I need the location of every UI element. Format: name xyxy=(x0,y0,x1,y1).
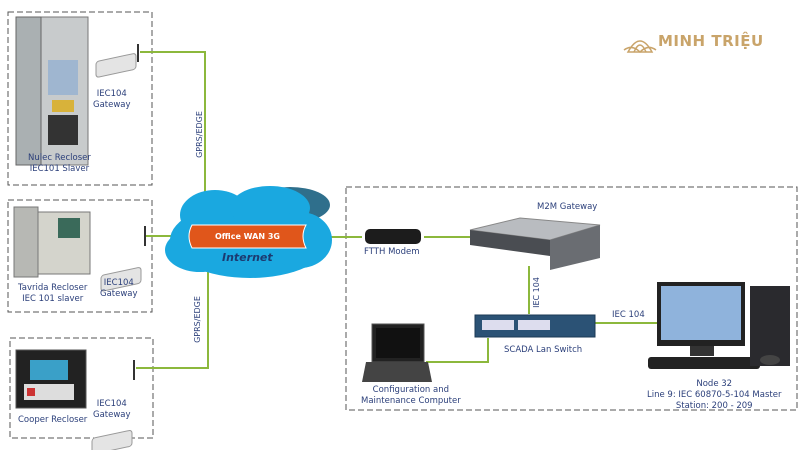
gateway-1-line2: Gateway xyxy=(93,100,131,110)
gateway-2-line1: IEC104 xyxy=(103,278,134,288)
nulec-recloser-icon xyxy=(15,16,89,166)
gateway-1-line1: IEC104 xyxy=(96,89,127,99)
gateway-3-label: IEC104 Gateway xyxy=(93,399,131,421)
control-center-box xyxy=(345,186,798,411)
internet-cloud-icon xyxy=(165,186,332,278)
master-line1: Node 32 xyxy=(696,379,733,389)
logo-text: MINH TRIỆU xyxy=(658,32,764,50)
master-computer-icon xyxy=(648,282,790,369)
link-laptop-switch xyxy=(426,338,489,363)
ftth-modem-icon xyxy=(365,229,421,244)
gprs-edge-lower-label: GPRS/EDGE xyxy=(192,296,202,343)
tavrida-label: Tavrida Recloser IEC 101 slaver xyxy=(18,283,87,305)
site-box-nulec xyxy=(7,11,153,186)
gateway-3-line2: Gateway xyxy=(93,410,131,420)
laptop-line2: Maintenance Computer xyxy=(361,396,461,406)
scada-switch-icon xyxy=(474,314,596,338)
laptop-label: Configuration and Maintenance Computer xyxy=(361,385,461,407)
internet-label: Internet xyxy=(222,251,273,264)
master-line3: Station: 200 - 209 xyxy=(675,401,753,411)
gateway-2-line2: Gateway xyxy=(100,289,138,299)
gateway-2-label: IEC104 Gateway xyxy=(100,278,138,300)
laptop-line1: Configuration and xyxy=(372,385,450,395)
nulec-device: Nulec Recloser xyxy=(28,153,91,163)
cooper-label: Cooper Recloser xyxy=(18,415,88,425)
gateway-icons xyxy=(91,44,146,450)
brand-logo: MINH TRIỆU xyxy=(624,32,764,50)
iec104-horizontal-label: IEC 104 xyxy=(612,310,645,320)
iec104-vertical-label: IEC 104 xyxy=(531,277,541,308)
cooper-recloser-icon xyxy=(15,349,87,409)
site-box-tavrida xyxy=(7,199,153,313)
site-box-cooper xyxy=(9,337,154,439)
tavrida-device: Tavrida Recloser xyxy=(18,283,88,293)
laptop-icon xyxy=(362,323,432,382)
link-nulec xyxy=(140,51,206,228)
nulec-protocol: IEC101 Slaver xyxy=(29,164,90,174)
wan-banner-label: Office WAN 3G xyxy=(215,232,280,241)
gateway-3-line1: IEC104 xyxy=(96,399,127,409)
gprs-edge-upper-label: GPRS/EDGE xyxy=(194,111,204,158)
logo-lotus-icon xyxy=(623,40,657,54)
nulec-label: Nulec Recloser IEC101 Slaver xyxy=(28,153,91,175)
master-line2: Line 9: IEC 60870-5-104 Master xyxy=(647,390,782,400)
link-cooper xyxy=(136,250,209,369)
modem-label: FTTH Modem xyxy=(364,247,420,257)
m2m-gateway-icon xyxy=(469,217,601,270)
tavrida-protocol: IEC 101 slaver xyxy=(22,294,84,304)
gateway-1-label: IEC104 Gateway xyxy=(93,89,131,111)
switch-label: SCADA Lan Switch xyxy=(504,345,583,355)
m2m-label: M2M Gateway xyxy=(537,202,598,212)
master-label: Node 32 Line 9: IEC 60870-5-104 Master S… xyxy=(647,379,781,412)
tavrida-recloser-icon xyxy=(13,206,91,278)
wan-banner xyxy=(188,224,307,249)
